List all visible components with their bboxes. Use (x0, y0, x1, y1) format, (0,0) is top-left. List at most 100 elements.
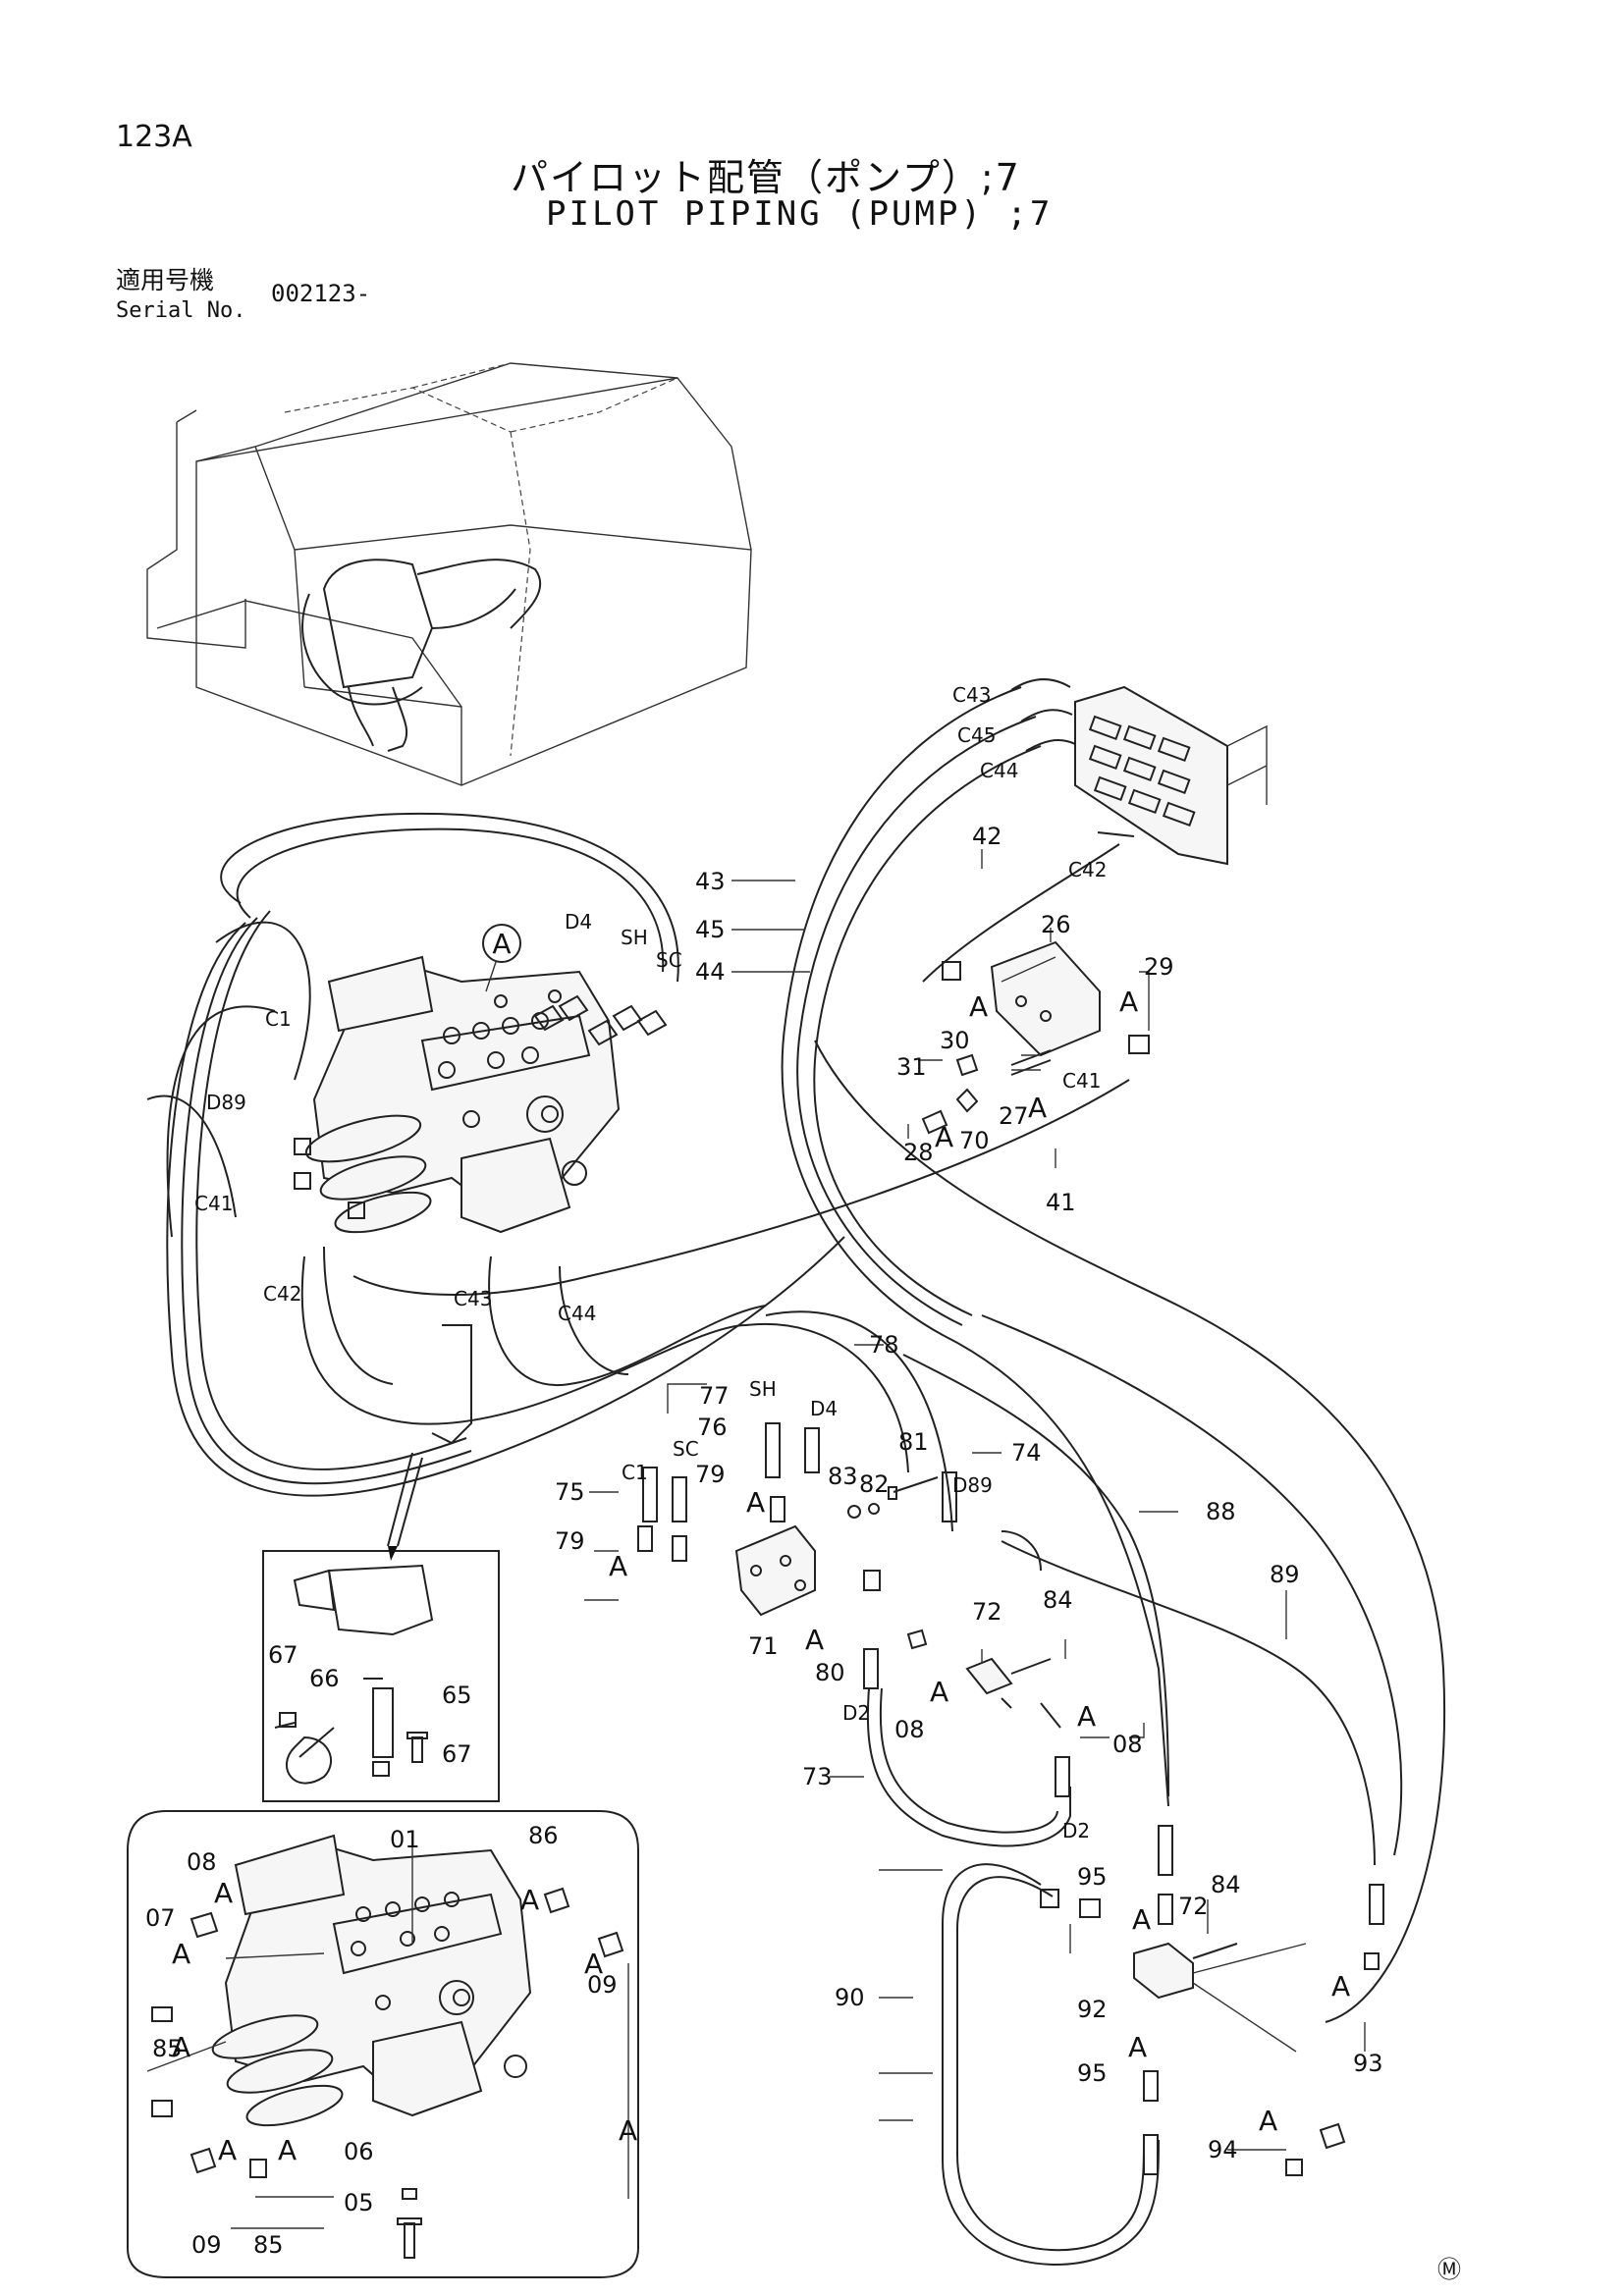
part-label: 84 (1043, 1586, 1073, 1614)
part-label: 72 (1178, 1893, 1209, 1920)
detail-a-marker: A (1119, 986, 1138, 1018)
port-label: C42 (1068, 858, 1107, 881)
port-label: C42 (263, 1282, 301, 1306)
port-label: SH (749, 1377, 777, 1401)
port-label: D4 (565, 910, 592, 934)
junction-block-71 (637, 1422, 957, 1689)
part-label: 43 (695, 868, 726, 895)
part-label: 30 (940, 1027, 970, 1054)
part-label: 08 (894, 1716, 925, 1743)
part-label: 94 (1208, 2136, 1238, 2163)
part-label: 95 (1077, 2059, 1108, 2087)
part-label: 09 (587, 1971, 618, 1999)
detail-a-marker: A (969, 990, 988, 1023)
part-label: 73 (802, 1763, 833, 1790)
part-label: 66 (309, 1665, 340, 1692)
part-label: 41 (1046, 1189, 1076, 1216)
part-label: 65 (442, 1682, 472, 1709)
detail-a-marker: A (935, 1121, 953, 1153)
part-label: 08 (1112, 1731, 1143, 1758)
detail-a-marker: A (746, 1486, 765, 1519)
part-label: 72 (972, 1598, 1002, 1626)
part-label: 76 (697, 1414, 728, 1441)
part-label: 77 (699, 1382, 730, 1410)
pilot-hose-bundle (146, 686, 1446, 2266)
part-label: 01 (390, 1826, 420, 1853)
detail-a-marker: A (172, 1938, 190, 1970)
part-label: 28 (903, 1139, 934, 1166)
port-label: C41 (1062, 1069, 1101, 1093)
part-label: 95 (1077, 1863, 1108, 1891)
page-code: 123A (116, 120, 192, 154)
part-label: 26 (1041, 911, 1071, 938)
control-valve-in-machine (301, 559, 542, 752)
main-control-valve (294, 955, 668, 1234)
serial-number-value: 002123- (271, 280, 371, 307)
part-label: 83 (828, 1463, 858, 1490)
part-label: 79 (695, 1461, 726, 1488)
part-number-labels: 01 05 06 07 08 08 08 09 09 26 27 28 29 3… (145, 823, 1383, 2259)
port-label: D89 (952, 1473, 993, 1497)
part-label: 29 (1144, 953, 1174, 981)
part-label: 93 (1353, 2050, 1383, 2077)
part-label: 27 (999, 1102, 1029, 1130)
part-label: 85 (253, 2231, 284, 2259)
part-label: 80 (815, 1659, 845, 1686)
bracket-detail-inset (262, 1550, 500, 1802)
port-label: C45 (957, 723, 996, 747)
port-label: C1 (622, 1461, 648, 1484)
serial-label-japanese: 適用号機 (116, 266, 215, 294)
check-valve-72-lower (1040, 1825, 1384, 2176)
part-label: 70 (959, 1127, 990, 1154)
port-labels: C1 C1 C41 C41 C42 C42 C43 C43 C44 C44 C4… (194, 683, 1107, 1842)
serial-label-english: Serial No. (116, 298, 246, 323)
port-label: D2 (842, 1701, 870, 1725)
part-label: 71 (748, 1632, 779, 1660)
detail-a-marker: A (609, 1550, 627, 1582)
part-label: 79 (555, 1527, 585, 1555)
detail-a-marker: A (1259, 2105, 1277, 2137)
detail-a-markers: A A A A A A A A A A A A A A A A A A A A … (172, 986, 1350, 2166)
port-label: SH (621, 926, 648, 949)
leader-lines (231, 849, 1366, 2229)
part-label: 31 (896, 1053, 927, 1081)
port-label: D2 (1062, 1819, 1090, 1842)
part-label: 82 (859, 1470, 890, 1498)
title-english: PILOT PIPING (PUMP) ;7 (546, 194, 1054, 234)
title-japanese: パイロット配管（ポンプ）;7 (511, 156, 1021, 199)
port-label: C1 (265, 1007, 292, 1031)
part-label: 78 (869, 1331, 899, 1359)
part-label: 44 (695, 958, 726, 986)
part-label: 90 (835, 1984, 865, 2011)
detail-a-callout: A (492, 928, 511, 960)
part-label: 06 (344, 2138, 374, 2165)
detail-a-marker: A (930, 1676, 948, 1708)
port-label: SC (673, 1437, 699, 1461)
selector-block-26 (921, 940, 1150, 1135)
machine-overview-illustration (146, 362, 752, 786)
part-label: 84 (1211, 1871, 1241, 1898)
port-label: SC (656, 948, 682, 972)
detail-a-marker: A (619, 2114, 637, 2147)
part-label: 09 (191, 2231, 222, 2259)
detail-a-marker: A (1331, 1970, 1350, 2002)
check-valve-72-upper (906, 1530, 1070, 1797)
part-label: 88 (1206, 1498, 1236, 1525)
part-label: 86 (528, 1822, 559, 1849)
part-label: 74 (1011, 1439, 1042, 1467)
valve-elbow-fittings (294, 994, 668, 1219)
hose-bracket-65 (431, 1324, 472, 1445)
port-label: D89 (206, 1091, 246, 1114)
detail-a-marker: A (805, 1624, 824, 1656)
detail-a-marker: A (584, 1948, 603, 1980)
part-label: 42 (972, 823, 1002, 850)
port-label: C44 (558, 1302, 596, 1325)
part-label: 45 (695, 916, 726, 943)
part-label: 85 (152, 2035, 183, 2062)
part-label: 67 (442, 1740, 472, 1768)
part-label: 81 (898, 1428, 929, 1456)
port-label: C41 (194, 1192, 233, 1215)
detail-a-marker: A (218, 2134, 237, 2166)
